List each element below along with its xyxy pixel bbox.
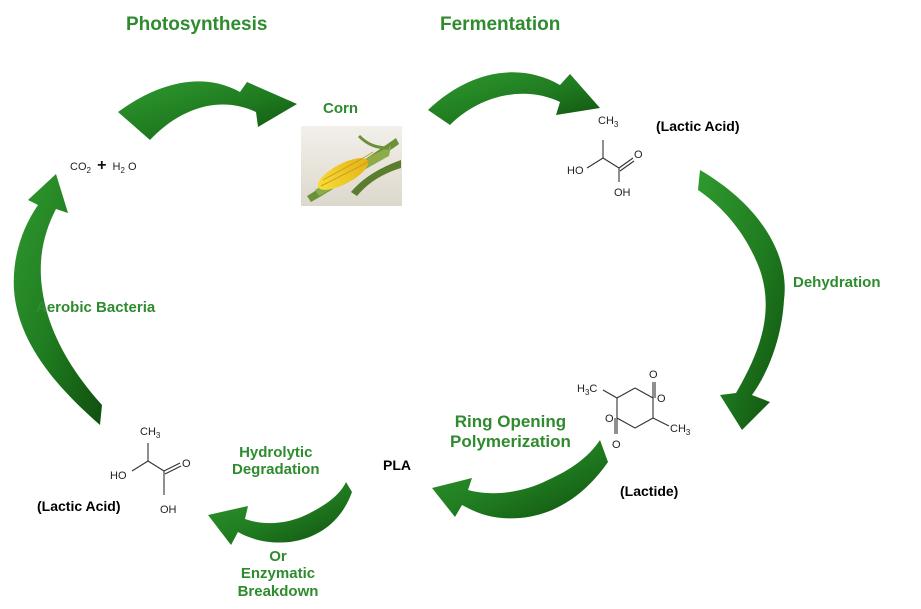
co2-subscript: 2	[86, 166, 91, 176]
fermentation-arrow	[428, 72, 600, 125]
h2o-subscript: 2	[120, 166, 125, 176]
hydrolytic-line-1: Hydrolytic	[239, 444, 313, 461]
aerobic-bacteria-arrow	[13, 174, 102, 425]
ch3-bottom-text: CH3	[140, 426, 161, 440]
lactic-acid-structure-bottom: CH3 HO O OH	[110, 426, 191, 515]
enzymatic-line-1: Or	[269, 548, 287, 565]
ring-opening-arrow	[432, 440, 608, 519]
hydrolytic-arrow	[208, 482, 352, 545]
photosynthesis-arrow	[118, 81, 297, 140]
ch3-text: CH3	[598, 115, 619, 129]
lactic-acid-top-label: (Lactic Acid)	[656, 118, 740, 134]
plus-sign: +	[97, 157, 107, 174]
oh-text: OH	[614, 187, 631, 199]
h3c-text: H3C	[577, 383, 597, 397]
ho-bottom-text: HO	[110, 470, 127, 482]
h2o-o: O	[128, 161, 137, 173]
lactide-label: (Lactide)	[620, 483, 679, 499]
co2-h2o-formula: CO2 + H2 O	[70, 157, 137, 175]
lactic-acid-bottom-label: (Lactic Acid)	[37, 498, 121, 514]
ring-opening-line-2: Polymerization	[450, 431, 571, 451]
lactide-o-top: O	[649, 369, 658, 381]
dehydration-label: Dehydration	[793, 274, 881, 291]
ring-opening-label: Ring Opening Polymerization	[450, 412, 571, 451]
dehydration-arrow	[698, 170, 785, 430]
co2-co: CO	[70, 161, 87, 173]
lactide-structure: H3C O O O O CH3	[577, 369, 691, 451]
corn-photo	[301, 126, 402, 206]
enzymatic-line-2: Enzymatic	[240, 565, 316, 583]
ho-text: HO	[567, 165, 584, 177]
lactide-o-bottom: O	[612, 439, 621, 451]
lactide-o-ring-right: O	[657, 393, 666, 405]
lactic-acid-structure-top: CH3 HO O OH	[567, 115, 643, 199]
corn-label: Corn	[323, 100, 358, 117]
photosynthesis-label: Photosynthesis	[126, 14, 268, 35]
enzymatic-line-3: Breakdown	[237, 582, 319, 600]
ch3-right-text: CH3	[670, 423, 691, 437]
hydrolytic-line-2: Degradation	[232, 461, 320, 479]
fermentation-label: Fermentation	[440, 14, 561, 35]
enzymatic-label: Or Enzymatic Breakdown	[228, 548, 328, 600]
o-text: O	[634, 149, 643, 161]
aerobic-bacteria-label: Aerobic Bacteria	[36, 299, 156, 316]
ring-opening-line-1: Ring Opening	[454, 412, 567, 431]
o-bottom-text: O	[182, 458, 191, 470]
hydrolytic-label: Hydrolytic Degradation	[232, 444, 320, 479]
h2o-h: H	[112, 161, 121, 173]
lactide-o-ring-left: O	[605, 413, 614, 425]
pla-label: PLA	[383, 457, 411, 473]
oh-bottom-text: OH	[160, 504, 177, 515]
